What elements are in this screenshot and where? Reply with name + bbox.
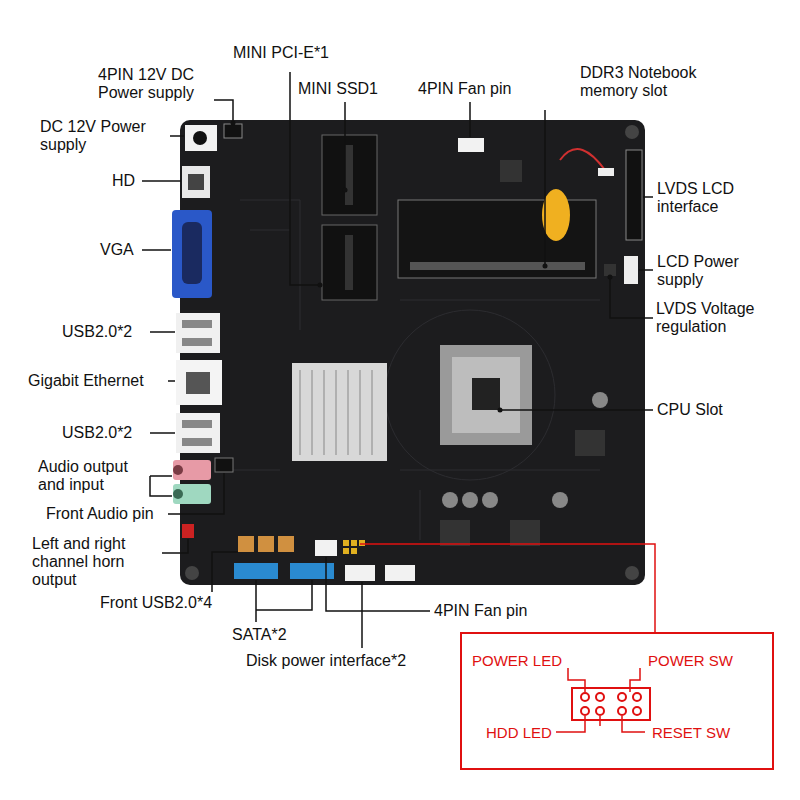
callout-label: CPU Slot — [657, 401, 723, 419]
callout-label: USB2.0*2 — [62, 323, 132, 341]
callout-label: Front Audio pin — [46, 505, 154, 523]
callout-label: LVDS LCD interface — [657, 180, 772, 216]
callout-label: MINI SSD1 — [298, 80, 378, 98]
callout-label: VGA — [100, 241, 134, 259]
callout-label: Front USB2.0*4 — [100, 594, 212, 612]
callout-label: DC 12V Power supply — [40, 118, 168, 154]
callout-label: 4PIN 12V DC Power supply — [98, 66, 216, 102]
callout-label: SATA*2 — [232, 626, 287, 644]
pin-label: RESET SW — [652, 724, 730, 741]
callout-label: MINI PCI-E*1 — [233, 44, 329, 62]
callout-label: DDR3 Notebook memory slot — [580, 64, 730, 100]
pin-label: POWER LED — [472, 652, 562, 669]
callout-label: LCD Power supply — [657, 253, 762, 289]
callout-label: Left and right channel horn output — [32, 535, 160, 589]
callout-label: Disk power interface*2 — [246, 652, 406, 670]
callout-label: 4PIN Fan pin — [434, 602, 527, 620]
callout-label: Gigabit Ethernet — [28, 372, 144, 390]
callout-label: LVDS Voltage regulation — [656, 300, 796, 336]
callout-label: HD — [112, 172, 135, 190]
callout-label: USB2.0*2 — [62, 424, 132, 442]
pin-label: POWER SW — [648, 652, 733, 669]
callout-label: Audio output and input — [38, 458, 150, 494]
callout-label: 4PIN Fan pin — [418, 80, 511, 98]
pin-legend-box: POWER LED POWER SW HDD LED RESET SW — [460, 632, 774, 770]
pin-label: HDD LED — [486, 724, 552, 741]
